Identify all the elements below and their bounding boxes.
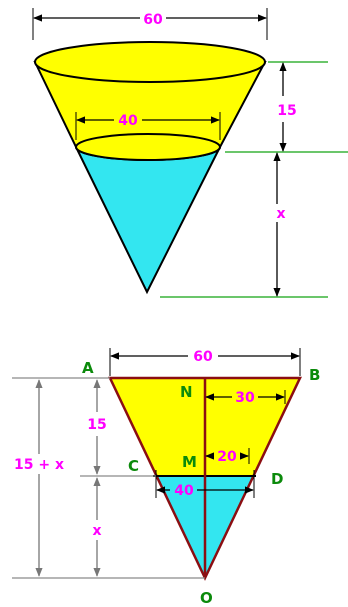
label-top-diameter: 60	[143, 12, 163, 28]
cone-water-region	[75, 146, 221, 295]
cone-3d	[33, 41, 267, 295]
point-B: B	[309, 366, 320, 384]
point-A: A	[82, 359, 94, 377]
label-AB: 60	[193, 349, 213, 365]
dim-AB: 60	[109, 348, 301, 376]
dim-depth-empty: 15	[277, 62, 297, 152]
label-MD: 20	[217, 449, 237, 465]
dim-top-diameter: 60	[32, 8, 268, 40]
label-MO: x	[92, 523, 101, 539]
dim-NM: 15	[87, 379, 107, 475]
water-surface	[75, 133, 221, 161]
label-CD: 40	[174, 483, 194, 499]
cross-section	[108, 376, 302, 581]
dim-MD: 20	[205, 448, 250, 465]
dim-water-diameter: 40	[75, 112, 221, 140]
label-depth-water: x	[276, 206, 285, 222]
dim-CD: 40	[155, 470, 255, 499]
dim-NB: 30	[205, 390, 286, 406]
point-C: C	[128, 457, 139, 475]
label-water-diameter: 40	[118, 113, 138, 129]
point-N: N	[180, 383, 193, 401]
gray-extension-lines	[12, 377, 205, 579]
dim-MO: x	[92, 477, 102, 577]
cone-top-rim	[34, 41, 266, 83]
point-M: M	[182, 453, 197, 471]
extension-lines	[160, 61, 348, 298]
label-NB: 30	[235, 390, 255, 406]
label-NM: 15	[87, 417, 106, 433]
point-O: O	[200, 589, 213, 607]
point-labels: A B N C M D O	[82, 359, 320, 607]
point-D: D	[271, 470, 283, 488]
label-depth-empty: 15	[277, 103, 296, 119]
dim-total: 15 + x	[14, 379, 64, 577]
dim-depth-water: x	[273, 152, 286, 297]
label-total: 15 + x	[14, 457, 64, 473]
